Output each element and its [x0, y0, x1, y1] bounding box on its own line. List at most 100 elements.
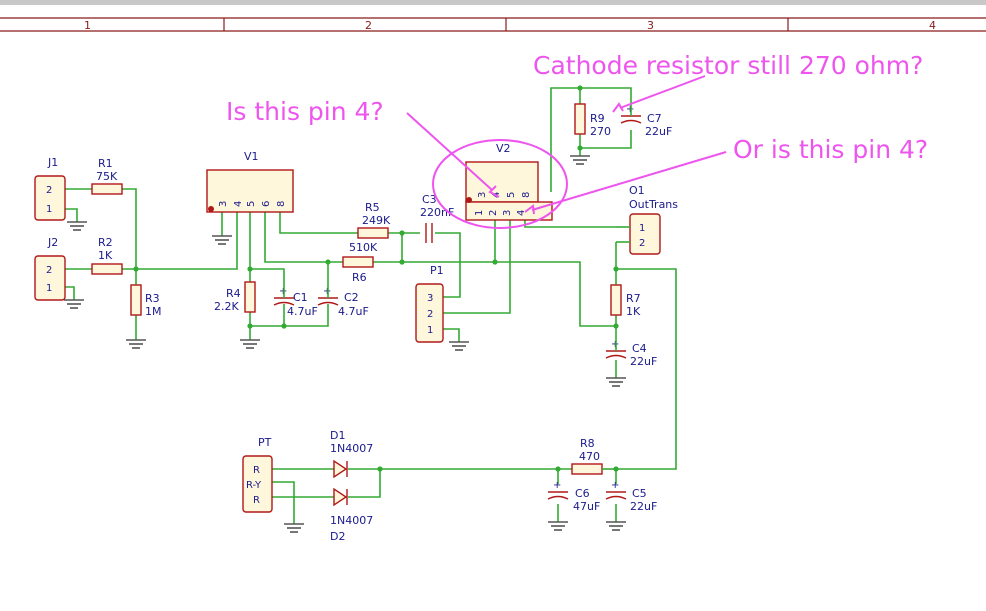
connector-o1: O1 OutTrans 1 2: [616, 184, 678, 255]
v1-pin: 3: [218, 201, 229, 207]
d1-ref: D1: [330, 429, 345, 442]
v1-pin: 4: [233, 201, 244, 207]
c5-value: 22uF: [630, 500, 657, 513]
annotations: Cathode resistor still 270 ohm? Is this …: [226, 51, 928, 229]
j1-ref: J1: [47, 156, 58, 169]
c2-value: 4.7uF: [338, 305, 369, 318]
r5-ref: R5: [365, 201, 380, 214]
r2-ref: R2: [98, 236, 113, 249]
diode-d1: D1 1N4007: [330, 429, 373, 479]
capacitor-c4: + C4 22uF: [605, 339, 657, 368]
frame-col-2: 2: [365, 19, 372, 32]
ground-icon: [126, 339, 146, 349]
resistor-r3: R3 1M: [130, 284, 162, 318]
r3-ref: R3: [145, 292, 160, 305]
c6-ref: C6: [575, 487, 590, 500]
capacitor-c6: + C6 47uF: [547, 480, 600, 513]
ground-icon: [570, 155, 590, 165]
resistor-r1: R1 75K: [91, 157, 123, 195]
svg-text:+: +: [611, 480, 619, 491]
r8-ref: R8: [580, 437, 595, 450]
v2-bottom-pin: 1: [474, 210, 485, 216]
r4-value: 2.2K: [214, 300, 239, 313]
r4-ref: R4: [226, 287, 241, 300]
ground-icon: [606, 521, 626, 531]
capacitor-c7: + C7 22uF: [620, 104, 672, 138]
v1-ref: V1: [244, 150, 259, 163]
pt-pin: R: [253, 495, 260, 506]
c4-value: 22uF: [630, 355, 657, 368]
c5-ref: C5: [632, 487, 647, 500]
ground-icon: [64, 299, 84, 309]
j1-pin: 1: [46, 204, 52, 215]
j2-pin: 2: [46, 265, 52, 276]
junction-dots: [133, 85, 619, 472]
ground-icon: [67, 221, 87, 231]
ground-icon: [284, 523, 304, 533]
c6-value: 47uF: [573, 500, 600, 513]
r1-value: 75K: [96, 170, 118, 183]
r7-value: 1K: [626, 305, 641, 318]
resistor-r8: R8 470: [571, 437, 614, 475]
ground-icon: [212, 235, 232, 245]
capacitor-c2: + C2 4.7uF: [317, 285, 369, 318]
c2-ref: C2: [344, 291, 359, 304]
d2-value: 1N4007: [330, 514, 373, 527]
v2-ref: V2: [496, 142, 511, 155]
d2-ref: D2: [330, 530, 345, 543]
ground-icon: [548, 521, 568, 531]
resistor-r6: 510K R6: [342, 241, 378, 284]
v2-bottom-pin: 2: [488, 210, 499, 216]
p1-pin: 1: [427, 325, 433, 336]
ground-icon: [606, 377, 626, 387]
annotation-pin4-question: Is this pin 4?: [226, 97, 384, 126]
resistor-r5: R5 249K: [357, 201, 391, 239]
tube-v1: V1 3 4 5 6 8: [206, 150, 294, 213]
ground-icon: [240, 339, 260, 349]
v1-pin: 5: [246, 201, 257, 207]
r1-ref: R1: [98, 157, 113, 170]
pt-pin: R: [253, 465, 260, 476]
wires: [65, 87, 677, 524]
v2-top-pin: 5: [506, 192, 517, 198]
r5-value: 249K: [362, 214, 391, 227]
svg-text:+: +: [279, 286, 287, 297]
frame-col-3: 3: [647, 19, 654, 32]
connector-j2: J2 2 1: [34, 236, 66, 301]
p1-pin: 2: [427, 309, 433, 320]
resistor-r2: R2 1K: [91, 236, 123, 275]
v1-pin: 6: [261, 201, 272, 207]
c7-ref: C7: [647, 112, 662, 125]
o1-ref: O1: [629, 184, 645, 197]
o1-pin: 1: [639, 223, 645, 234]
drawing-frame: 1 2 3 4: [0, 0, 986, 32]
j2-pin: 1: [46, 283, 52, 294]
tube-v2: V2 3 4 5 8 1 2 3 4: [465, 142, 553, 221]
v2-top-pin: 3: [477, 192, 488, 198]
d1-value: 1N4007: [330, 442, 373, 455]
r6-ref: R6: [352, 271, 367, 284]
capacitor-c1: + C1 4.7uF: [273, 285, 318, 318]
diode-d2: 1N4007 D2: [330, 487, 373, 543]
c1-ref: C1: [293, 291, 308, 304]
svg-text:+: +: [626, 104, 634, 115]
r3-value: 1M: [145, 305, 162, 318]
resistor-r9: R9 270: [574, 103, 611, 138]
j2-ref: J2: [47, 236, 58, 249]
c7-value: 22uF: [645, 125, 672, 138]
r8-value: 470: [579, 450, 600, 463]
v2-top-pin: 8: [521, 192, 532, 198]
c4-ref: C4: [632, 342, 647, 355]
annotation-pin4-alternative: Or is this pin 4?: [733, 135, 928, 164]
connector-j1: J1 2 1: [34, 156, 66, 221]
r9-value: 270: [590, 125, 611, 138]
ground-symbols: [64, 155, 626, 533]
p1-ref: P1: [430, 264, 444, 277]
svg-text:+: +: [611, 339, 619, 350]
v2-bottom-pin: 4: [516, 210, 527, 216]
c1-value: 4.7uF: [287, 305, 318, 318]
svg-text:+: +: [323, 286, 331, 297]
r2-value: 1K: [98, 249, 113, 262]
frame-col-1: 1: [84, 19, 91, 32]
pt-ref: PT: [258, 436, 272, 449]
